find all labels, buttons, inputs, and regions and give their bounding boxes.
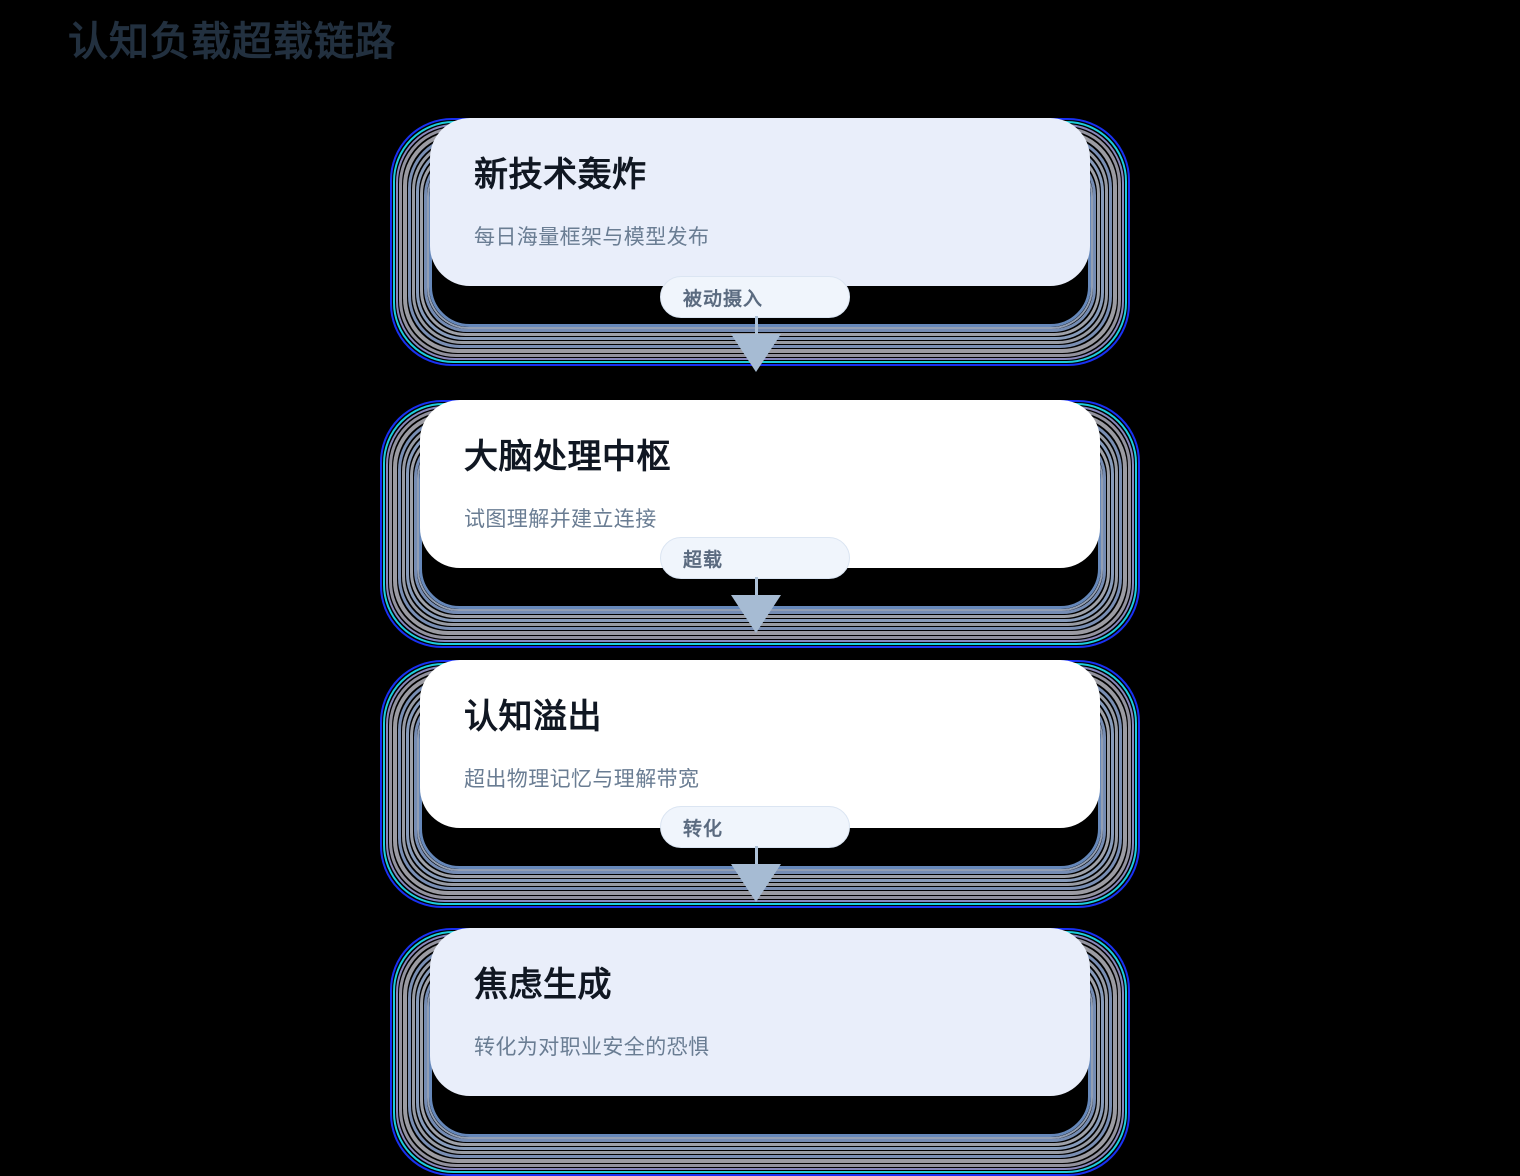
node-title-1: 新技术轰炸 <box>474 156 647 194</box>
node-desc-2: 试图理解并建立连接 <box>464 507 657 531</box>
arrow-down-icon-3 <box>731 864 781 902</box>
node-halo-4: 焦虑生成 转化为对职业安全的恐惧 <box>390 928 1130 1176</box>
connector-line-3 <box>755 846 758 872</box>
arrow-down-icon-1 <box>731 334 781 372</box>
node-desc-3: 超出物理记忆与理解带宽 <box>464 767 700 791</box>
connector-pill-1[interactable]: 被动摄入 <box>660 276 850 318</box>
page-title: 认知负载超载链路 <box>68 20 396 64</box>
connector-line-2 <box>755 577 758 603</box>
flowchart-canvas: 新技术轰炸 每日海量框架与模型发布 被动摄入 大脑处理中枢 试图理解并建立连接 … <box>0 78 1520 1176</box>
node-card-1[interactable]: 新技术轰炸 每日海量框架与模型发布 <box>430 118 1090 286</box>
node-card-4[interactable]: 焦虑生成 转化为对职业安全的恐惧 <box>430 928 1090 1096</box>
flow-connector-1: 被动摄入 <box>660 276 860 376</box>
connector-label-1: 被动摄入 <box>683 288 764 310</box>
flow-connector-3: 转化 <box>660 806 860 906</box>
connector-label-2: 超载 <box>683 549 724 571</box>
node-title-3: 认知溢出 <box>464 698 602 736</box>
node-title-2: 大脑处理中枢 <box>464 438 671 476</box>
node-title-4: 焦虑生成 <box>474 966 612 1004</box>
node-card-3[interactable]: 认知溢出 超出物理记忆与理解带宽 <box>420 660 1100 828</box>
connector-label-3: 转化 <box>683 818 724 840</box>
flow-connector-2: 超载 <box>660 537 860 637</box>
connector-pill-2[interactable]: 超载 <box>660 537 850 579</box>
connector-pill-3[interactable]: 转化 <box>660 806 850 848</box>
flow-node-4[interactable]: 焦虑生成 转化为对职业安全的恐惧 <box>390 888 1130 1176</box>
node-desc-4: 转化为对职业安全的恐惧 <box>474 1035 710 1059</box>
arrow-down-icon-2 <box>731 595 781 633</box>
node-desc-1: 每日海量框架与模型发布 <box>474 225 710 249</box>
